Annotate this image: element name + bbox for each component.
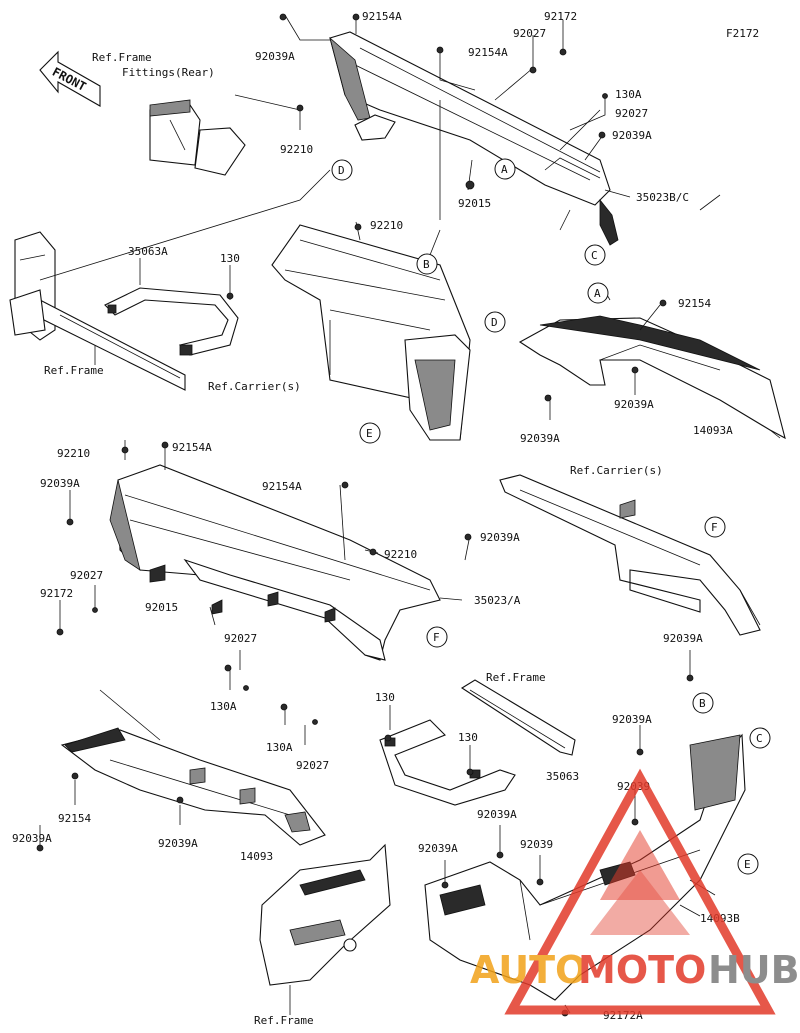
callout-c-bottom-letter: C: [756, 732, 763, 745]
part-label: 130A: [266, 741, 293, 754]
bar-35063: [379, 719, 516, 806]
part-label: 92154: [678, 297, 711, 310]
callout-f-mid: F: [426, 626, 448, 648]
part-label: 92039: [520, 838, 553, 851]
part-label: 92015: [458, 197, 491, 210]
panel-14093b: [424, 733, 746, 1001]
callout-e-bottom: E: [737, 853, 759, 875]
ref-carrier-right-label: Ref.Carrier(s): [570, 464, 663, 477]
part-label: 35063: [546, 770, 579, 783]
frame-fittings-rear: [149, 99, 246, 176]
callout-c-top-letter: C: [591, 249, 598, 262]
part-label: 35023/A: [474, 594, 521, 607]
part-label: 92027: [296, 759, 329, 772]
ref-frame-fittings-line1: Ref.Frame: [92, 51, 152, 64]
watermark-triangle-icon: [504, 768, 776, 1015]
part-label: 14093: [240, 850, 273, 863]
callout-d-top: D: [331, 159, 353, 181]
part-label: 92027: [513, 27, 546, 40]
rail-upper-rear: [329, 31, 619, 246]
callout-b-bottom-letter: B: [699, 697, 706, 710]
part-label: 130: [375, 691, 395, 704]
callout-a-right: A: [587, 282, 609, 304]
callout-e-bottom-letter: E: [744, 858, 751, 871]
frame-casting-bottom: [259, 843, 391, 1015]
part-label: 35023B/C: [636, 191, 689, 204]
callout-a-right-letter: A: [594, 287, 601, 300]
part-label: 92039A: [663, 632, 703, 645]
part-label: 130: [458, 731, 478, 744]
callout-f-right: F: [704, 516, 726, 538]
part-label: 92015: [145, 601, 178, 614]
part-label: 92039A: [520, 432, 560, 445]
part-label: 92154A: [468, 46, 508, 59]
callout-a-top: A: [494, 158, 516, 180]
leader-lines: [39, 14, 781, 1014]
watermark-text-moto: MOTO: [578, 948, 706, 992]
part-label: 92039A: [255, 50, 295, 63]
panel-14093a: [518, 315, 786, 440]
carrier-beam-right: [499, 474, 761, 636]
part-label: 92172: [40, 587, 73, 600]
frame-beam-mid: [460, 679, 576, 756]
part-label: 92039A: [614, 398, 654, 411]
part-label: 92039A: [158, 837, 198, 850]
ref-frame-bottom-label: Ref.Frame: [254, 1014, 314, 1027]
fasteners: [36, 13, 694, 1017]
callout-d-right-letter: D: [491, 316, 498, 329]
part-label: 92154A: [362, 10, 402, 23]
part-label: 92210: [370, 219, 403, 232]
callout-d-top-letter: D: [338, 164, 345, 177]
callout-c-bottom: C: [749, 727, 771, 749]
part-label: 92172: [544, 10, 577, 23]
part-label: 130A: [210, 700, 237, 713]
callout-f-right-letter: F: [711, 521, 718, 534]
part-label: 92039A: [418, 842, 458, 855]
callout-c-top: C: [584, 244, 606, 266]
callout-f-mid-letter: F: [433, 631, 440, 644]
part-label: 92027: [224, 632, 257, 645]
part-label: 92027: [70, 569, 103, 582]
part-label: 92027: [615, 107, 648, 120]
part-label: 130A: [615, 88, 642, 101]
part-label: 92210: [384, 548, 417, 561]
front-arrow-icon: FRONT: [39, 50, 101, 107]
ref-frame-mid-label: Ref.Frame: [486, 671, 546, 684]
callout-e-carrier: E: [359, 422, 381, 444]
watermark-logo: AUTO MOTO HUB: [470, 768, 800, 1015]
part-label: 92039A: [477, 808, 517, 821]
rear-frame-left: [9, 231, 186, 391]
callout-b-bottom: B: [692, 692, 714, 714]
part-label: 92154A: [262, 480, 302, 493]
part-label: 130: [220, 252, 240, 265]
part-label: 92039A: [612, 129, 652, 142]
watermark-text-auto: AUTO: [470, 948, 587, 992]
ref-frame-left-label: Ref.Frame: [44, 364, 104, 377]
callout-e-carrier-letter: E: [366, 427, 373, 440]
carrier-box: [271, 224, 471, 441]
part-label: 92210: [280, 143, 313, 156]
part-label: 92154A: [172, 441, 212, 454]
panel-14093: [60, 727, 326, 846]
rail-35023a: [109, 464, 441, 661]
part-label: 92154: [58, 812, 91, 825]
callout-a-top-letter: A: [501, 163, 508, 176]
part-label: 35063A: [128, 245, 168, 258]
part-label: 92210: [57, 447, 90, 460]
part-label: 92039A: [40, 477, 80, 490]
callout-d-right: D: [484, 311, 506, 333]
part-label: 14093A: [693, 424, 733, 437]
part-label: 92039A: [612, 713, 652, 726]
ref-carrier-top-label: Ref.Carrier(s): [208, 380, 301, 393]
watermark-text-hub: HUB: [708, 948, 800, 992]
bar-35063a: [104, 287, 239, 356]
callout-b-carrier: B: [416, 253, 438, 275]
part-label: 92039A: [480, 531, 520, 544]
part-label: 92039A: [12, 832, 52, 845]
diagram-code: F2172: [726, 27, 759, 40]
callout-b-carrier-letter: B: [423, 258, 430, 271]
ref-frame-fittings-line2: Fittings(Rear): [122, 66, 215, 79]
